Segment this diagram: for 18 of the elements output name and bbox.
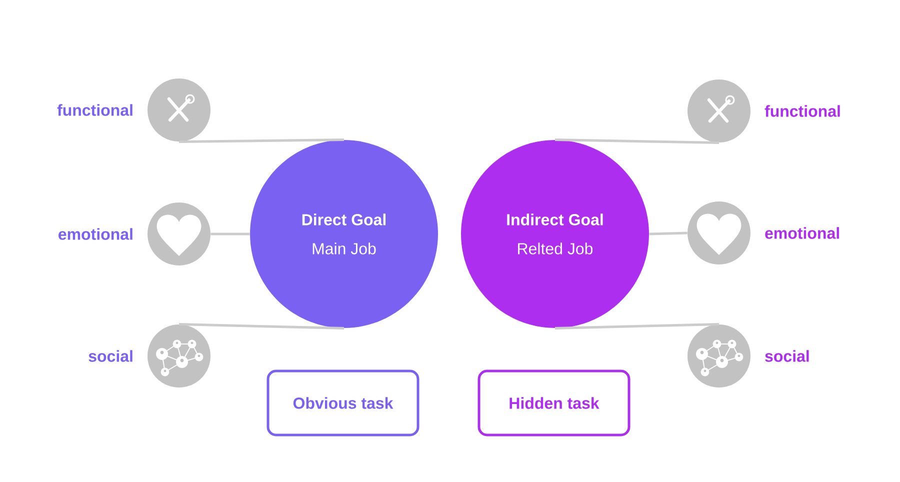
connector-line <box>554 138 720 144</box>
connector-line <box>649 232 688 236</box>
category-label: social <box>765 350 809 362</box>
tools-icon <box>148 78 210 142</box>
network-icon <box>688 324 750 388</box>
category-label: social <box>88 350 132 362</box>
category-label: emotional <box>765 227 839 239</box>
connector-line <box>554 323 720 330</box>
connector-line <box>179 138 344 143</box>
category-label: functional <box>57 104 132 116</box>
category-label: functional <box>764 105 840 117</box>
category-label: emotional <box>58 228 132 240</box>
connector-line <box>210 232 250 236</box>
tools-icon <box>688 80 750 142</box>
connector-line <box>178 323 344 330</box>
task-box: Obvious task <box>266 370 420 436</box>
network-icon <box>148 324 210 388</box>
task-box: Hidden task <box>478 370 630 436</box>
